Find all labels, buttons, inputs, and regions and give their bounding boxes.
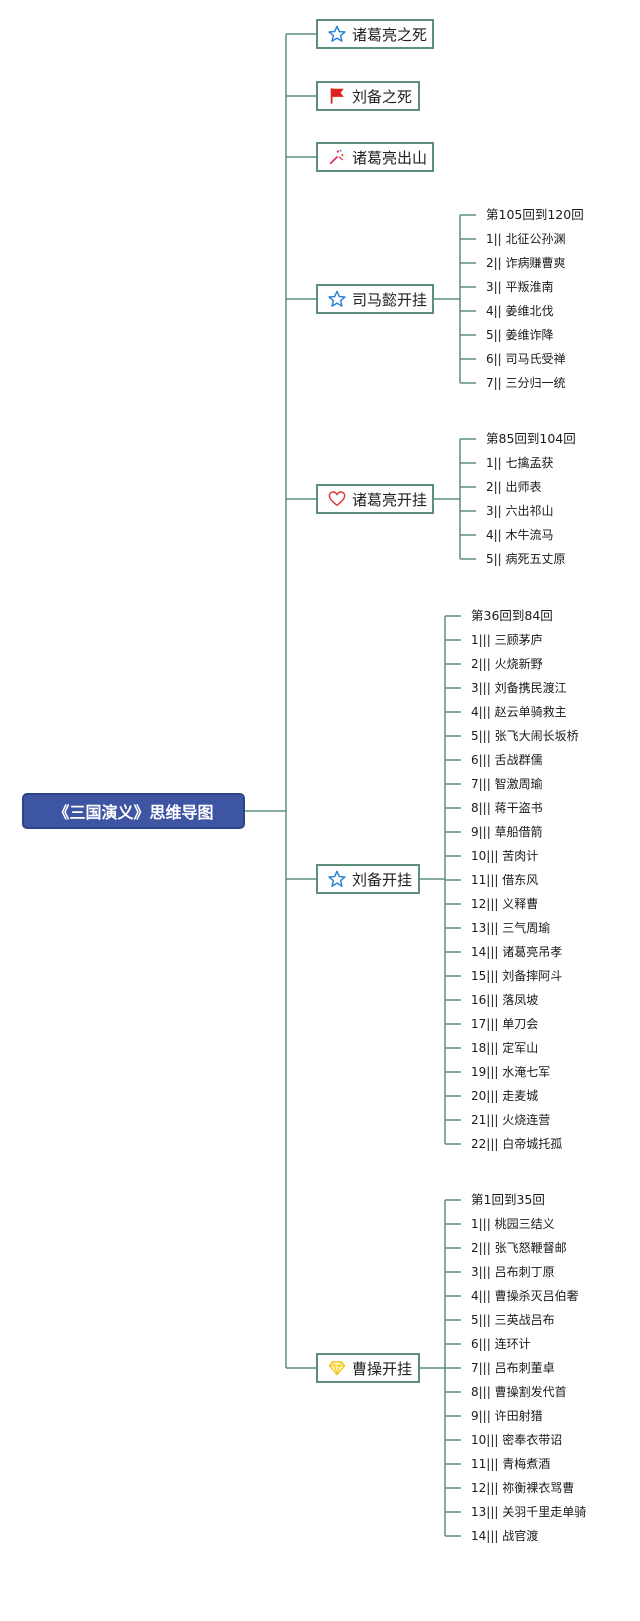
blue-star-icon — [328, 290, 346, 308]
branch-node[interactable]: 诸葛亮出山 — [316, 142, 434, 172]
leaf-item[interactable]: 7|| 三分归一统 — [486, 376, 566, 390]
leaf-item[interactable]: 15||| 刘备摔阿斗 — [471, 969, 563, 983]
branch-label: 刘备开挂 — [352, 870, 413, 889]
leaf-item[interactable]: 9||| 草船借箭 — [471, 825, 543, 839]
leaf-item[interactable]: 6|| 司马氏受禅 — [486, 352, 566, 366]
blue-star-icon — [328, 870, 346, 888]
leaf-item[interactable]: 7||| 吕布刺董卓 — [471, 1361, 555, 1375]
chapter-range-label[interactable]: 第1回到35回 — [471, 1192, 545, 1207]
leaf-item[interactable]: 1|| 七擒孟获 — [486, 456, 554, 470]
leaf-item[interactable]: 12||| 义释曹 — [471, 897, 539, 911]
root-node[interactable]: 《三国演义》思维导图 — [22, 793, 245, 829]
leaf-item[interactable]: 7||| 智激周瑜 — [471, 777, 543, 791]
leaf-item[interactable]: 1||| 桃园三结义 — [471, 1217, 555, 1231]
chapter-range-label[interactable]: 第36回到84回 — [471, 608, 553, 623]
leaf-item[interactable]: 6||| 连环计 — [471, 1337, 531, 1351]
branch-node[interactable]: 刘备之死 — [316, 81, 420, 111]
leaf-item[interactable]: 12||| 祢衡裸衣骂曹 — [471, 1481, 575, 1495]
leaf-item[interactable]: 4||| 赵云单骑救主 — [471, 705, 567, 719]
branch-label: 曹操开挂 — [352, 1359, 413, 1378]
branch-label: 诸葛亮之死 — [352, 25, 428, 44]
leaf-item[interactable]: 13||| 关羽千里走单骑 — [471, 1505, 587, 1519]
branch-node[interactable]: 司马懿开挂 — [316, 284, 434, 314]
leaf-item[interactable]: 20||| 走麦城 — [471, 1089, 539, 1103]
root-label: 《三国演义》思维导图 — [53, 803, 214, 822]
leaf-item[interactable]: 8||| 曹操割发代首 — [471, 1385, 567, 1399]
leaf-item[interactable]: 2|| 诈病赚曹爽 — [486, 256, 566, 270]
leaf-item[interactable]: 18||| 定军山 — [471, 1041, 539, 1055]
leaf-item[interactable]: 4||| 曹操杀灭吕伯奢 — [471, 1289, 579, 1303]
leaf-item[interactable]: 3|| 平叛淮南 — [486, 280, 554, 294]
leaf-item[interactable]: 14||| 战官渡 — [471, 1529, 539, 1543]
leaf-item[interactable]: 5|| 姜维诈降 — [486, 328, 554, 342]
leaf-item[interactable]: 4|| 姜维北伐 — [486, 304, 554, 318]
leaf-item[interactable]: 13||| 三气周瑜 — [471, 921, 551, 935]
leaf-item[interactable]: 5||| 三英战吕布 — [471, 1313, 555, 1327]
branch-node[interactable]: 曹操开挂 — [316, 1353, 420, 1383]
red-flag-icon — [328, 87, 346, 105]
branch-label: 诸葛亮开挂 — [352, 490, 428, 509]
leaf-item[interactable]: 1|| 北征公孙渊 — [486, 232, 566, 246]
leaf-item[interactable]: 10||| 密奉衣带诏 — [471, 1433, 563, 1447]
leaf-item[interactable]: 3||| 吕布刺丁原 — [471, 1265, 555, 1279]
leaf-item[interactable]: 3||| 刘备携民渡江 — [471, 681, 567, 695]
leaf-item[interactable]: 14||| 诸葛亮吊孝 — [471, 945, 563, 959]
leaf-item[interactable]: 11||| 青梅煮酒 — [471, 1457, 551, 1471]
chapter-range-label[interactable]: 第105回到120回 — [486, 207, 584, 222]
leaf-item[interactable]: 17||| 单刀会 — [471, 1017, 539, 1031]
leaf-item[interactable]: 5|| 病死五丈原 — [486, 552, 566, 566]
branch-node[interactable]: 诸葛亮之死 — [316, 19, 434, 49]
leaf-item[interactable]: 2||| 火烧新野 — [471, 657, 543, 671]
branch-node[interactable]: 刘备开挂 — [316, 864, 420, 894]
yellow-diamond-icon — [328, 1359, 346, 1377]
branch-label: 诸葛亮出山 — [352, 148, 428, 167]
blue-star-icon — [328, 25, 346, 43]
leaf-item[interactable]: 6||| 舌战群儒 — [471, 753, 543, 767]
branch-node[interactable]: 诸葛亮开挂 — [316, 484, 434, 514]
branch-label: 司马懿开挂 — [352, 290, 428, 309]
leaf-item[interactable]: 1||| 三顾茅庐 — [471, 633, 543, 647]
leaf-item[interactable]: 16||| 落凤坡 — [471, 993, 539, 1007]
leaf-item[interactable]: 5||| 张飞大闹长坂桥 — [471, 729, 579, 743]
party-popper-icon — [328, 148, 346, 166]
leaf-item[interactable]: 2|| 出师表 — [486, 480, 542, 494]
chapter-range-label[interactable]: 第85回到104回 — [486, 431, 576, 446]
red-heart-icon — [328, 490, 346, 508]
leaf-item[interactable]: 4|| 木牛流马 — [486, 528, 554, 542]
leaf-item[interactable]: 9||| 许田射猎 — [471, 1409, 543, 1423]
branch-label: 刘备之死 — [352, 87, 413, 106]
leaf-item[interactable]: 11||| 借东风 — [471, 873, 539, 887]
leaf-item[interactable]: 22||| 白帝城托孤 — [471, 1137, 563, 1151]
leaf-item[interactable]: 2||| 张飞怒鞭督邮 — [471, 1241, 567, 1255]
leaf-item[interactable]: 19||| 水淹七军 — [471, 1065, 551, 1079]
leaf-item[interactable]: 10||| 苦肉计 — [471, 849, 539, 863]
leaf-item[interactable]: 8||| 蒋干盗书 — [471, 801, 543, 815]
leaf-item[interactable]: 21||| 火烧连营 — [471, 1113, 551, 1127]
leaf-item[interactable]: 3|| 六出祁山 — [486, 504, 554, 518]
